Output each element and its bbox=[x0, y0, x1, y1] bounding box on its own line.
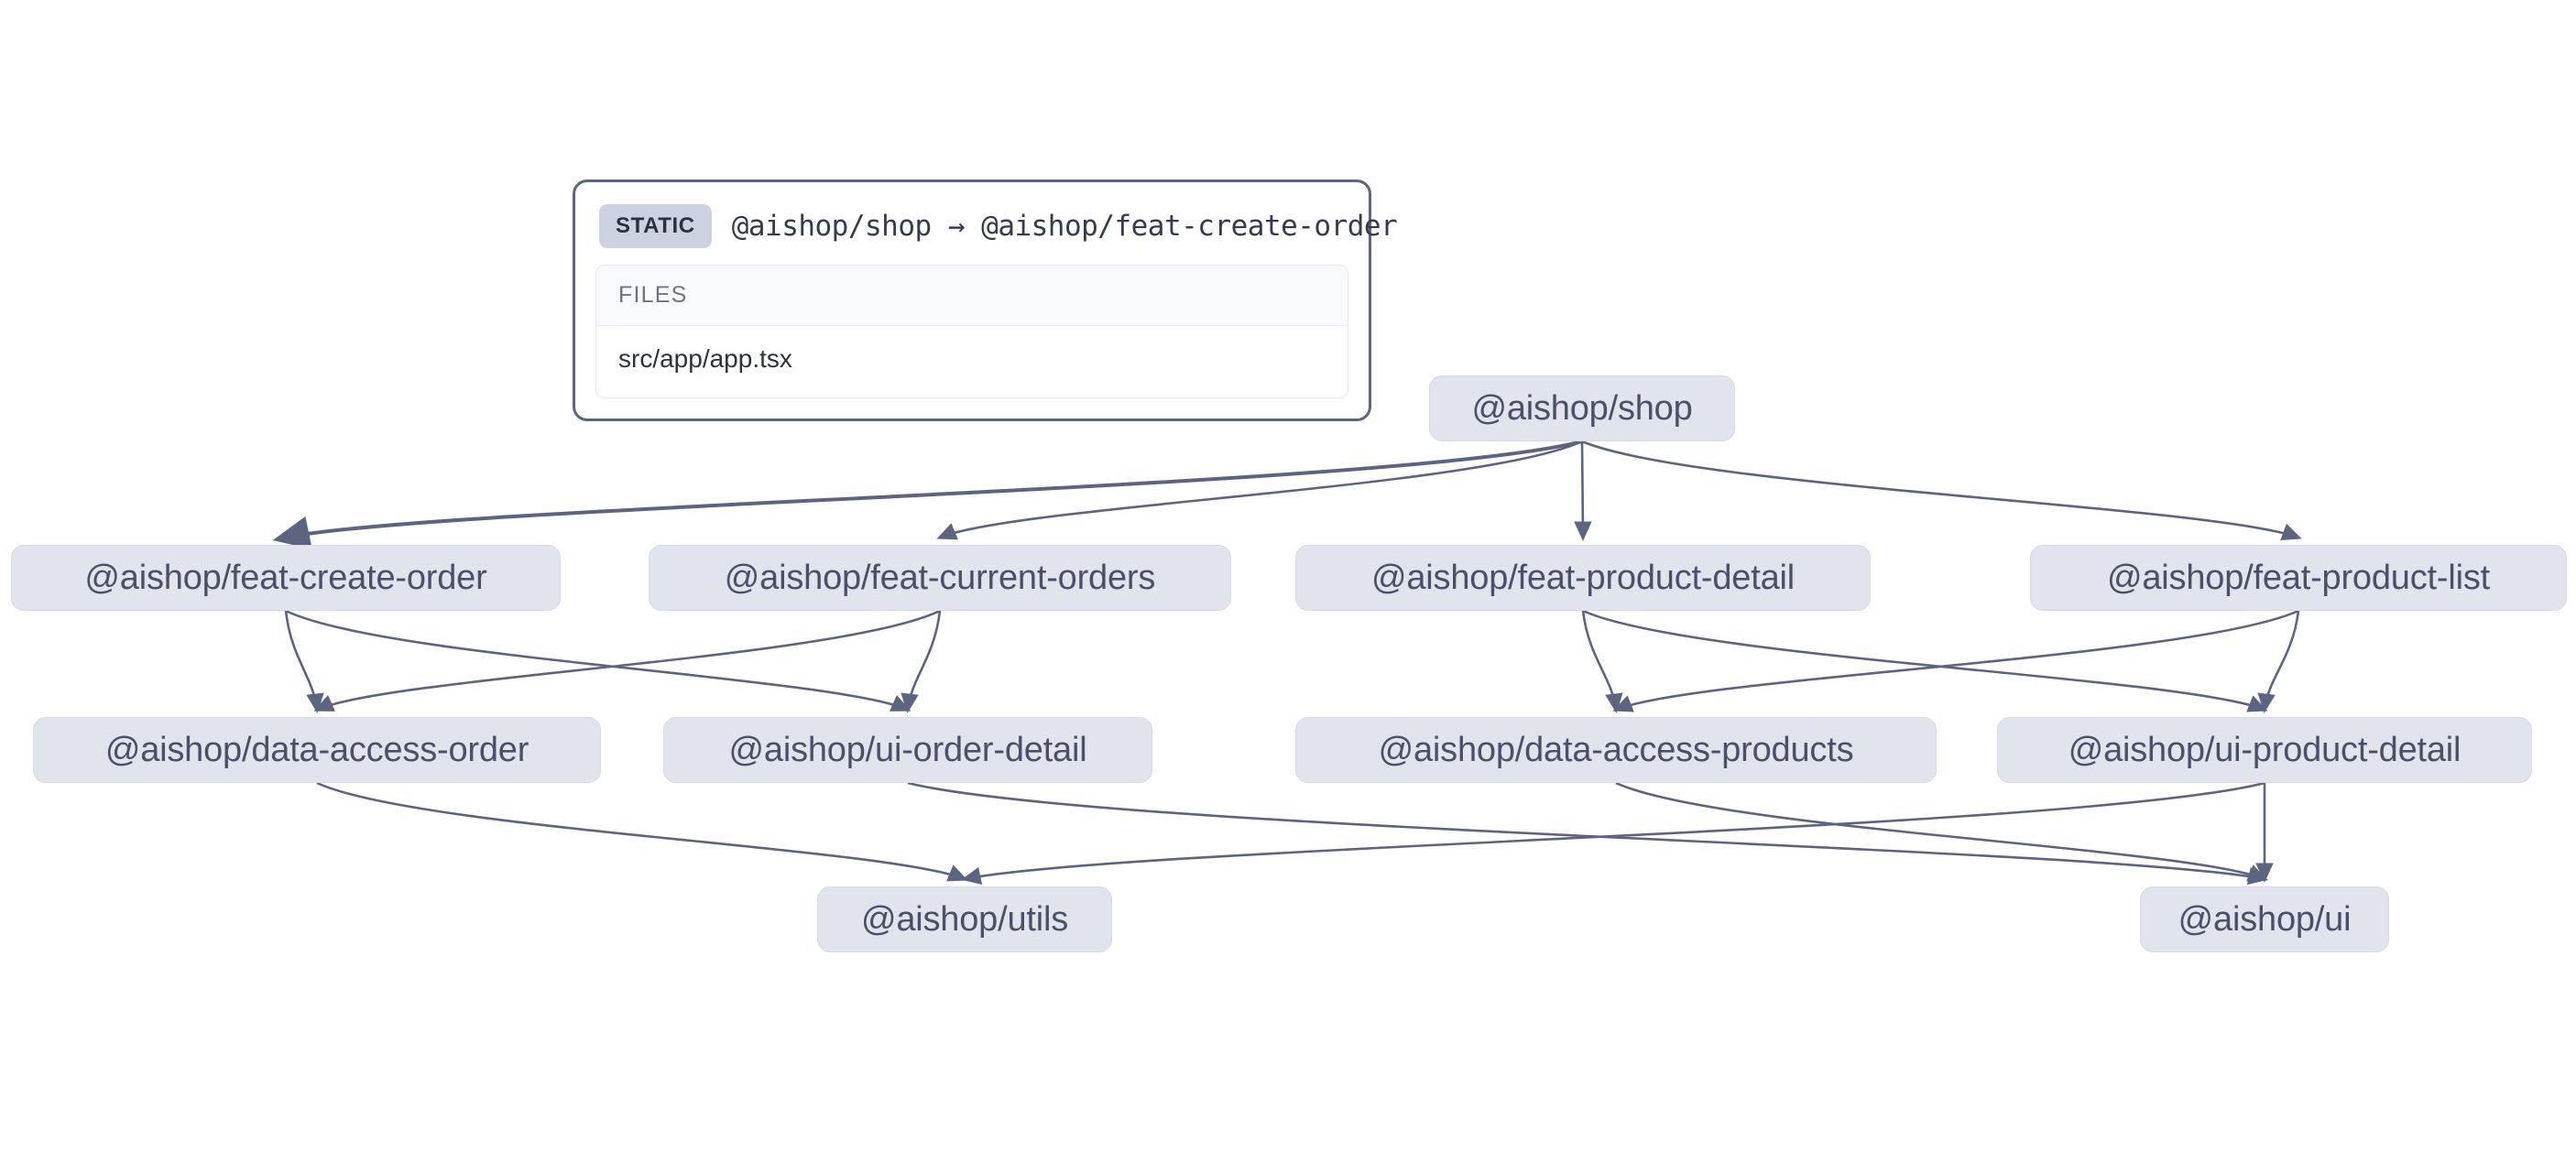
graph-node-shop[interactable]: @aishop/shop bbox=[1429, 375, 1735, 441]
graph-node-label: @aishop/ui bbox=[2178, 899, 2352, 939]
graph-node-ui-product-detail[interactable]: @aishop/ui-product-detail bbox=[1997, 717, 2532, 783]
graph-node-ui[interactable]: @aishop/ui bbox=[2140, 886, 2389, 952]
graph-edge-feat-current-orders-to-ui-order-detail[interactable] bbox=[901, 610, 942, 713]
files-panel: FILES src/app/app.tsx bbox=[595, 265, 1348, 398]
graph-edge-ui-order-detail-to-ui[interactable] bbox=[907, 781, 2268, 886]
tooltip-header: STATIC @aishop/shop → @aishop/feat‑creat… bbox=[595, 201, 1398, 265]
graph-node-ui-order-detail[interactable]: @aishop/ui-order-detail bbox=[663, 717, 1152, 783]
graph-node-label: @aishop/ui-product-detail bbox=[2068, 730, 2461, 769]
graph-node-label: @aishop/feat-current-orders bbox=[724, 558, 1156, 597]
graph-node-data-access-products[interactable]: @aishop/data-access-products bbox=[1295, 717, 1937, 783]
file-item[interactable]: src/app/app.tsx bbox=[596, 326, 1348, 397]
graph-node-data-access-order[interactable]: @aishop/data-access-order bbox=[33, 717, 601, 783]
graph-node-utils[interactable]: @aishop/utils bbox=[817, 886, 1112, 952]
graph-node-feat-create-order[interactable]: @aishop/feat-create-order bbox=[11, 545, 561, 611]
graph-edge-feat-current-orders-to-data-access-order[interactable] bbox=[313, 609, 941, 712]
graph-node-label: @aishop/utils bbox=[860, 899, 1069, 939]
graph-node-label: @aishop/feat-product-list bbox=[2107, 558, 2490, 597]
graph-node-feat-product-detail[interactable]: @aishop/feat-product-detail bbox=[1295, 545, 1871, 611]
graph-edge-shop-to-feat-current-orders[interactable] bbox=[936, 440, 1583, 540]
graph-node-label: @aishop/feat-product-detail bbox=[1371, 558, 1795, 597]
graph-node-label: @aishop/ui-order-detail bbox=[728, 730, 1087, 769]
tooltip-title: @aishop/shop → @aishop/feat‑create‑order bbox=[731, 210, 1398, 243]
graph-node-feat-current-orders[interactable]: @aishop/feat-current-orders bbox=[649, 545, 1231, 611]
files-list: src/app/app.tsx bbox=[596, 326, 1348, 397]
graph-edge-feat-product-list-to-ui-product-detail[interactable] bbox=[2257, 610, 2300, 713]
graph-node-label: @aishop/data-access-order bbox=[104, 730, 529, 769]
graph-node-label: @aishop/shop bbox=[1471, 388, 1693, 428]
graph-edge-feat-create-order-to-ui-order-detail[interactable] bbox=[285, 609, 911, 712]
graph-edge-shop-to-feat-product-list[interactable] bbox=[1581, 440, 2302, 541]
static-badge: STATIC bbox=[599, 204, 712, 248]
graph-edge-shop-to-feat-product-detail[interactable] bbox=[1574, 440, 1592, 541]
graph-edge-data-access-order-to-utils[interactable] bbox=[316, 781, 968, 882]
graph-edge-feat-product-detail-to-ui-product-detail[interactable] bbox=[1582, 609, 2268, 712]
graph-node-label: @aishop/feat-create-order bbox=[84, 558, 487, 597]
graph-edge-feat-create-order-to-data-access-order[interactable] bbox=[284, 610, 324, 713]
graph-edge-shop-to-feat-create-order[interactable] bbox=[272, 440, 1583, 549]
files-panel-header: FILES bbox=[596, 266, 1348, 326]
edge-details-tooltip[interactable]: STATIC @aishop/shop → @aishop/feat‑creat… bbox=[573, 179, 1398, 421]
graph-edge-feat-product-detail-to-data-access-products[interactable] bbox=[1581, 610, 1623, 713]
graph-edge-data-access-products-to-ui[interactable] bbox=[1615, 781, 2268, 882]
graph-edge-ui-product-detail-to-utils[interactable] bbox=[961, 781, 2265, 886]
graph-node-feat-product-list[interactable]: @aishop/feat-product-list bbox=[2030, 545, 2567, 611]
graph-node-label: @aishop/data-access-products bbox=[1378, 730, 1854, 769]
graph-edge-feat-product-list-to-data-access-products[interactable] bbox=[1612, 609, 2299, 712]
